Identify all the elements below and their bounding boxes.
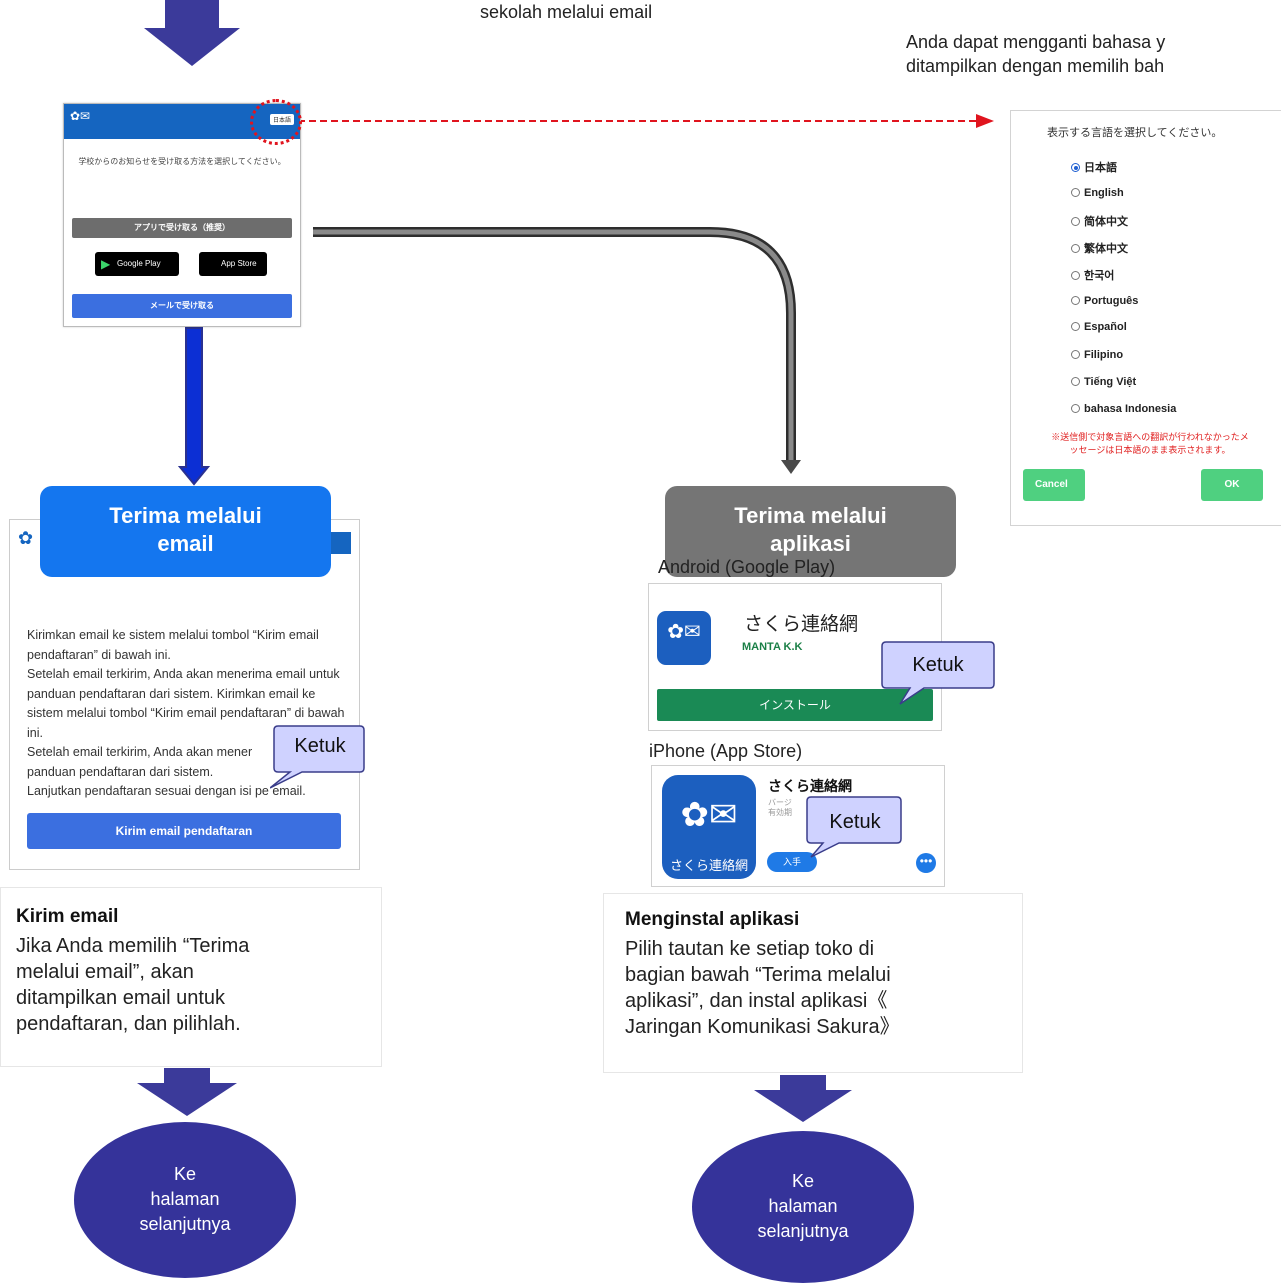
app-label-line2: aplikasi	[770, 531, 851, 556]
google-play-icon: ▶	[101, 257, 111, 271]
radio-icon	[1071, 244, 1080, 253]
screen-message: 学校からのお知らせを受け取る方法を選択してください。	[78, 157, 286, 166]
app-icon-caption: さくら連絡網	[669, 858, 748, 873]
top-right-line1: Anda dapat mengganti bahasa y	[906, 32, 1166, 52]
email-label-line1: Terima melalui	[109, 503, 262, 528]
language-note-line2: ッセージは日本語のまま表示されます。	[1069, 445, 1231, 455]
lang-option-es[interactable]: Español	[1071, 321, 1127, 333]
app-store-label: App Store	[221, 259, 257, 268]
app-label-line1: Terima melalui	[734, 503, 887, 528]
top-right-note: Anda dapat mengganti bahasa y ditampilka…	[906, 30, 1165, 78]
google-play-label: Google Play	[117, 259, 161, 268]
sakura-logo-icon: ✿	[18, 528, 34, 548]
android-label: Android (Google Play)	[658, 557, 836, 577]
language-note-line1: ※送信側で対象言語への翻訳が行われなかったメ	[1051, 432, 1249, 442]
method-selection-screen: ✿✉ 日本語 学校からのお知らせを受け取る方法を選択してください。 アプリで受け…	[63, 103, 301, 327]
app-store-badge[interactable]: App Store	[199, 252, 267, 276]
lang-option-zh-hant[interactable]: 繁体中文	[1071, 240, 1128, 256]
app-branch-arrow	[313, 227, 796, 462]
iphone-label: iPhone (App Store)	[649, 741, 803, 761]
email-desc-body: Jika Anda memilih “Terima melalui email”…	[16, 935, 250, 1035]
radio-icon	[1071, 188, 1080, 197]
app-desc-title: Menginstal aplikasi	[625, 909, 800, 930]
more-options-icon[interactable]: •••	[916, 853, 936, 873]
email-bottom-arrow	[137, 1068, 237, 1116]
install-button[interactable]: インストール	[657, 689, 933, 721]
top-right-line2: ditampilkan dengan memilih bah	[906, 56, 1165, 76]
radio-icon	[1071, 377, 1080, 386]
lang-option-ko[interactable]: 한국어	[1071, 267, 1114, 283]
as-app-name: さくら連絡網	[768, 778, 852, 794]
lang-option-vi[interactable]: Tiếng Việt	[1071, 376, 1136, 388]
app-next-page-text[interactable]: Ke halaman selanjutnya	[757, 1171, 849, 1241]
lang-option-en[interactable]: English	[1071, 187, 1124, 199]
lang-option-id[interactable]: bahasa Indonesia	[1071, 403, 1176, 415]
email-desc-box: Kirim email Jika Anda memilih “Terima me…	[0, 887, 382, 1067]
app-next-ellipse[interactable]	[692, 1131, 914, 1283]
lang-option-pt[interactable]: Português	[1071, 295, 1138, 307]
email-branch-label: Terima melalui email	[40, 486, 331, 577]
header-badge-icon	[329, 532, 351, 554]
radio-icon	[1071, 217, 1080, 226]
email-tap-text: Ketuk	[294, 735, 346, 757]
radio-icon	[1071, 296, 1080, 305]
gp-developer: MANTA K.K	[742, 641, 803, 653]
lang-option-ja[interactable]: 日本語	[1071, 159, 1117, 175]
email-next-page-text[interactable]: Ke halaman selanjutnya	[139, 1164, 231, 1234]
gp-tap-text: Ketuk	[912, 654, 964, 676]
app-desc-body: Pilih tautan ke setiap toko di bagian ba…	[625, 938, 900, 1038]
sakura-logo-icon: ✿✉	[70, 109, 91, 123]
language-note: ※送信側で対象言語への翻訳が行われなかったメ ッセージは日本語のまま表示されます…	[1025, 431, 1275, 457]
as-tap-bubble	[806, 796, 902, 858]
as-app-meta: バージ 有効期	[768, 798, 792, 817]
get-button[interactable]: 入手	[767, 852, 817, 872]
radio-icon	[1071, 322, 1080, 331]
gp-app-name: さくら連絡網	[744, 614, 859, 635]
app-branch-label: Terima melalui aplikasi	[665, 486, 956, 577]
app-bottom-arrow	[754, 1075, 852, 1122]
radio-selected-icon	[1071, 163, 1080, 172]
radio-icon	[1071, 271, 1080, 280]
top-center-text: sekolah melalui email	[480, 2, 653, 22]
app-receive-bar: アプリで受け取る（推奨）	[72, 218, 292, 238]
email-instructions: Kirimkan email ke sistem melalui tombol …	[27, 628, 345, 798]
language-dialog: 表示する言語を選択してください。 日本語 English 简体中文 繁体中文 한…	[1010, 110, 1281, 526]
top-down-arrow	[144, 0, 240, 66]
app-desc-box: Menginstal aplikasi Pilih tautan ke seti…	[603, 893, 1023, 1073]
google-play-card: ✿✉ さくら連絡網 MANTA K.K インストール	[648, 583, 942, 731]
language-highlight-circle	[250, 99, 302, 145]
email-next-ellipse[interactable]	[74, 1122, 296, 1278]
google-play-badge[interactable]: ▶ Google Play	[95, 252, 179, 276]
lang-option-zh-hans[interactable]: 简体中文	[1071, 213, 1128, 229]
ok-button[interactable]: OK	[1201, 469, 1263, 501]
email-tap-bubble	[270, 725, 365, 789]
email-branch-arrow	[177, 327, 211, 486]
send-registration-email-button[interactable]: Kirim email pendaftaran	[27, 813, 341, 849]
language-dialog-title: 表示する言語を選択してください。	[1047, 127, 1223, 139]
gp-tap-bubble	[881, 641, 995, 705]
cancel-button[interactable]: Cancel	[1023, 469, 1085, 501]
receive-by-mail-button[interactable]: メールで受け取る	[72, 294, 292, 318]
email-desc-title: Kirim email	[16, 906, 119, 927]
email-label-line2: email	[157, 531, 214, 556]
sakura-app-icon: ✿✉	[657, 611, 711, 665]
sakura-app-store-icon: ✿✉ さくら連絡網	[662, 775, 756, 879]
as-tap-text: Ketuk	[829, 811, 881, 833]
radio-icon	[1071, 404, 1080, 413]
lang-option-fil[interactable]: Filipino	[1071, 349, 1123, 361]
radio-icon	[1071, 350, 1080, 359]
